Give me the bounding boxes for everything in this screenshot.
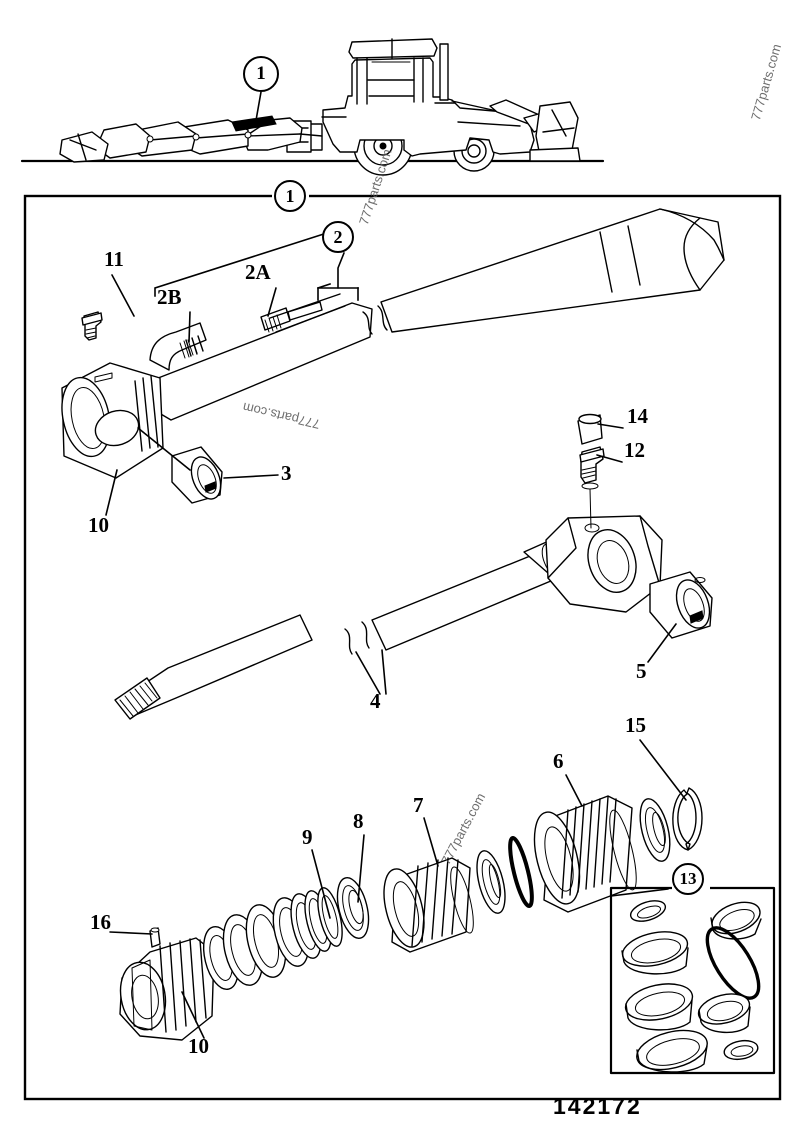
leader-2 <box>337 252 345 289</box>
main-frame-border <box>23 194 782 1101</box>
label-4: 4 <box>370 689 381 713</box>
leader-4a <box>355 651 381 695</box>
leader-2A <box>267 287 277 317</box>
highlighted-ram <box>231 115 277 132</box>
piston-seal-pack-7 <box>383 857 474 953</box>
callout-balloon-1-top[interactable]: 1 <box>243 56 279 92</box>
leader-10a-bore <box>137 427 191 471</box>
leader-9 <box>311 849 331 919</box>
wear-ring-8 <box>336 877 370 939</box>
label-5: 5 <box>636 659 647 683</box>
plug-cap-14 <box>577 413 603 445</box>
label-11: 11 <box>104 247 124 271</box>
seal-kit-13 <box>609 880 776 1075</box>
ring-stack-9 <box>202 887 343 990</box>
leader-8 <box>357 834 365 903</box>
callout-balloon-13[interactable]: 13 <box>672 863 704 895</box>
label-12: 12 <box>624 438 645 462</box>
pin-16 <box>149 927 161 948</box>
leader-15 <box>639 739 687 801</box>
o-ring-main <box>508 835 534 909</box>
port-fitting-2A <box>260 307 291 331</box>
leader-7 <box>423 817 439 867</box>
leader-2B <box>188 311 191 343</box>
piston-rod-assembly <box>114 413 713 720</box>
leader-10a <box>105 469 118 516</box>
label-8: 8 <box>353 809 364 833</box>
grease-nipple-11 <box>81 311 103 341</box>
leader-13 <box>610 888 669 897</box>
label-10-upper: 10 <box>88 513 109 537</box>
callout-label: 1 <box>256 63 266 84</box>
bush-3 <box>171 446 223 504</box>
callout-label: 2 <box>333 226 343 247</box>
piston-seal-stack <box>109 739 703 1041</box>
leader-16 <box>109 931 153 935</box>
label-14: 14 <box>627 404 648 428</box>
callout-1-leader <box>254 91 262 127</box>
callout-label: 13 <box>679 869 697 888</box>
leader-12 <box>596 454 623 463</box>
label-9: 9 <box>302 825 313 849</box>
cab-roof <box>348 38 438 59</box>
backup-ring-a <box>476 850 506 914</box>
leader-10b <box>181 991 205 1039</box>
cylinder-barrel-assembly <box>61 208 725 516</box>
label-2A: 2A <box>245 260 271 284</box>
callout-balloon-2[interactable]: 2 <box>322 221 354 253</box>
drawing-part-number: 142172 <box>553 1093 642 1119</box>
callout-balloon-1-frame[interactable]: 1 <box>274 180 306 212</box>
leader-11 <box>111 274 135 317</box>
backhoe-bucket <box>59 131 109 163</box>
label-2B: 2B <box>157 285 182 309</box>
port-elbow-2B <box>149 322 207 371</box>
leader-14 <box>597 423 624 429</box>
leader-4b <box>381 649 387 695</box>
callout-label: 1 <box>285 185 295 206</box>
label-6: 6 <box>553 749 564 773</box>
leader-6 <box>565 774 583 807</box>
label-7: 7 <box>413 793 424 817</box>
leader-3 <box>223 474 279 479</box>
label-15: 15 <box>625 713 646 737</box>
retaining-ring-15 <box>672 787 703 851</box>
backup-ring-b <box>639 798 671 862</box>
leader-5 <box>647 623 677 663</box>
bracket-2-left <box>154 230 332 297</box>
backhoe-loader-illustration <box>20 38 605 176</box>
piston-6 <box>533 795 637 913</box>
nipple-axis-12 <box>589 488 592 529</box>
bush-5 <box>649 571 713 639</box>
label-16: 16 <box>90 910 111 934</box>
gland-nut-10 <box>119 937 215 1041</box>
grease-nipple-12 <box>579 446 605 490</box>
label-3: 3 <box>281 461 292 485</box>
label-10-lower: 10 <box>188 1034 209 1058</box>
